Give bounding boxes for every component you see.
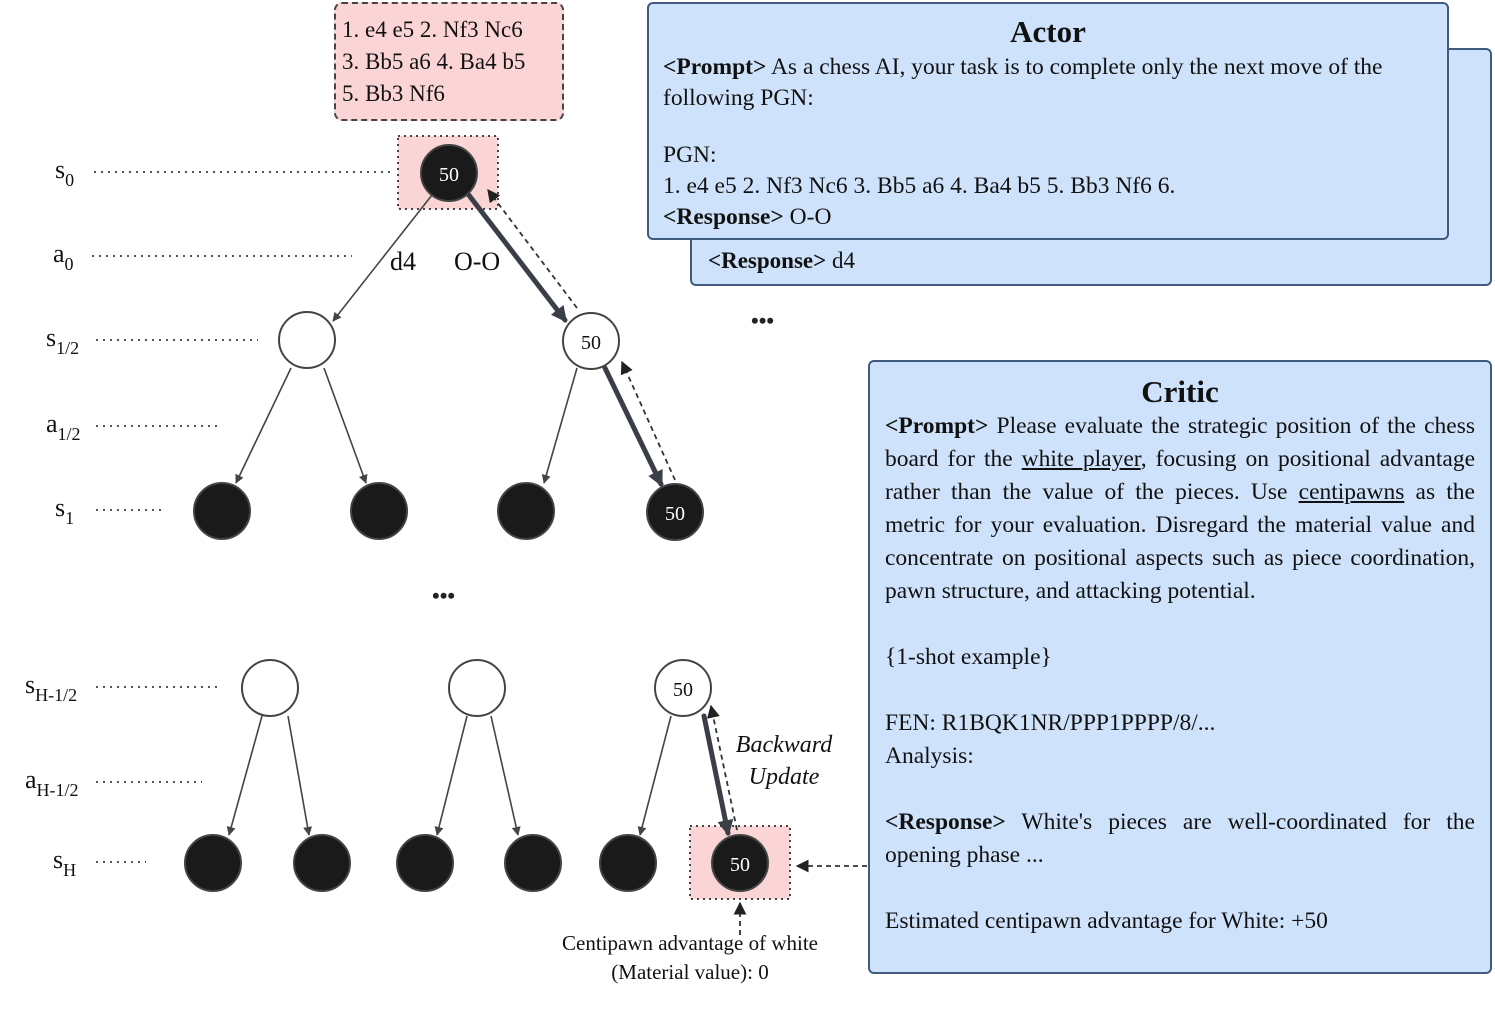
- edge-selected-oo: [465, 191, 568, 323]
- actor-panel: Actor <Prompt> As a chess AI, your task …: [647, 2, 1449, 240]
- actor-pgn-label: PGN:: [663, 142, 717, 168]
- node-value: 50: [581, 332, 601, 354]
- actor-back-response: <Response> d4: [708, 248, 855, 273]
- edge: [541, 367, 578, 484]
- node-white: [278, 311, 336, 369]
- level-label-a-half: a1/2: [46, 409, 81, 444]
- level-label-s-h-half: sH-1/2: [25, 670, 77, 705]
- pgn-box: 1. e4 e5 2. Nf3 Nc6 3. Bb5 a6 4. Ba4 b5 …: [334, 2, 564, 121]
- edge: [287, 715, 313, 836]
- root-node: [420, 144, 478, 202]
- node-black: [504, 834, 562, 892]
- node-white-selected: [654, 659, 712, 717]
- leaf-node-selected: [711, 834, 769, 892]
- critic-response: <Response> White's pieces are well-coord…: [885, 809, 1475, 868]
- level-label-s1: s1: [55, 493, 74, 528]
- critic-prompt: <Prompt> Please evaluate the strategic p…: [885, 413, 1476, 604]
- critic-analysis: Analysis:: [885, 743, 974, 769]
- backward-arrow: [620, 360, 676, 481]
- node-white: [448, 659, 506, 717]
- node-black: [293, 834, 351, 892]
- edge-selected: [602, 365, 664, 487]
- edge: [434, 715, 468, 836]
- edge: [490, 715, 521, 836]
- edge-root-left: [332, 194, 433, 322]
- pgn-line: 1. e4 e5 2. Nf3 Nc6: [342, 17, 523, 42]
- node-black: [193, 482, 251, 540]
- actor-response: <Response> O-O: [663, 204, 832, 230]
- critic-fen: FEN: R1BQK1NR/PPP1PPPP/8/...: [885, 710, 1216, 736]
- node-black: [396, 834, 454, 892]
- critic-title: Critic: [1141, 374, 1219, 409]
- node-white-selected: [562, 312, 620, 370]
- backward-update-label-1: Backward: [736, 732, 833, 758]
- backward-arrow: [487, 188, 578, 309]
- move-label-d4: d4: [390, 247, 416, 276]
- tree-ellipsis: •••: [432, 583, 455, 608]
- node-value: 50: [673, 679, 693, 701]
- level-label-s-half: s1/2: [46, 323, 79, 358]
- level-label-s0: s0: [55, 155, 74, 190]
- level-label-sh: sH: [53, 845, 76, 880]
- node-black: [350, 482, 408, 540]
- actor-title: Actor: [1010, 14, 1086, 49]
- node-black-selected: [646, 483, 704, 541]
- actor-pgn-moves: 1. e4 e5 2. Nf3 Nc6 3. Bb5 a6 4. Ba4 b5 …: [663, 173, 1176, 199]
- critic-shot-example: {1-shot example}: [885, 644, 1052, 670]
- node-value: 50: [439, 164, 459, 186]
- critic-estimate: Estimated centipawn advantage for White:…: [885, 908, 1328, 934]
- node-value: 50: [665, 503, 685, 525]
- node-black: [497, 482, 555, 540]
- edge: [235, 367, 292, 484]
- edge-selected: [701, 713, 734, 837]
- level-label-a0: a0: [53, 239, 74, 274]
- edge: [323, 367, 368, 484]
- actor-ellipsis: •••: [751, 308, 774, 333]
- centipawn-note-1: Centipawn advantage of white: [562, 931, 818, 955]
- backward-update-label-2: Update: [749, 764, 820, 790]
- edge: [637, 715, 672, 836]
- centipawn-note-2: (Material value): 0: [611, 960, 768, 984]
- level-label-a-h-half: aH-1/2: [25, 765, 79, 800]
- edge: [226, 715, 263, 836]
- node-black: [599, 834, 657, 892]
- actor-prompt: <Prompt> As a chess AI, your task is to …: [663, 54, 1383, 111]
- node-value: 50: [730, 854, 750, 876]
- pgn-line: 3. Bb5 a6 4. Ba4 b5: [342, 49, 526, 74]
- level-guides: [92, 171, 390, 863]
- node-white: [241, 659, 299, 717]
- move-label-oo: O-O: [454, 247, 500, 276]
- backward-arrow: [707, 704, 738, 831]
- node-black: [184, 834, 242, 892]
- pgn-line: 5. Bb3 Nf6: [342, 81, 445, 106]
- critic-panel: Critic <Prompt> Please evaluate the stra…: [868, 360, 1492, 974]
